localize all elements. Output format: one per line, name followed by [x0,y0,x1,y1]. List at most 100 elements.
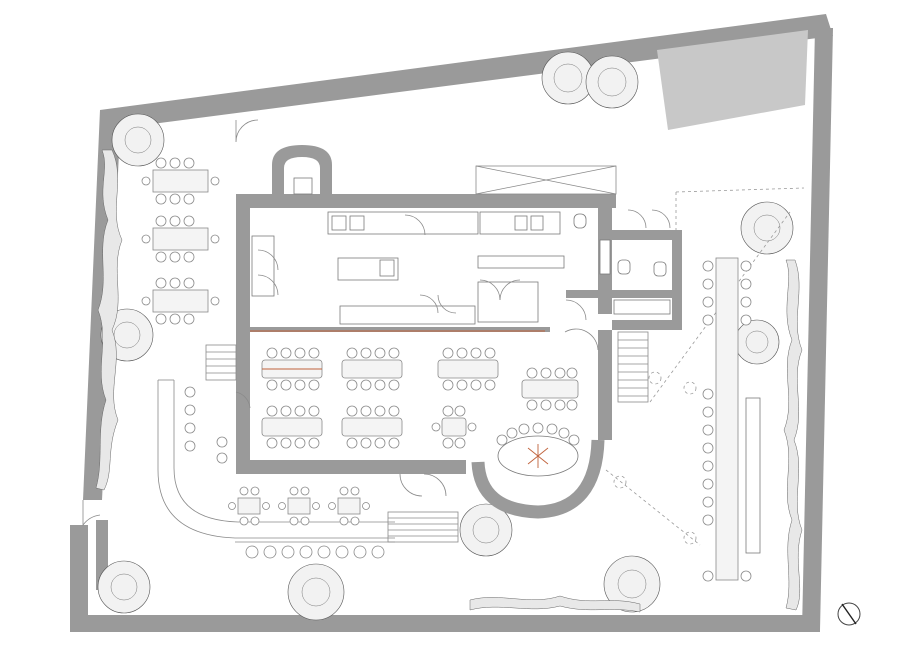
building-walls [236,145,682,474]
door-icon [82,119,599,527]
table-icon [152,227,209,251]
kitchen [251,177,565,325]
chair-icon [740,570,752,582]
chair-icon [312,502,320,510]
stair-icon [617,331,649,403]
tree-icon [585,55,639,109]
chair-icon [702,278,714,290]
rotunda-bay [471,422,605,519]
chair-icon [442,347,454,359]
chair-icon [184,386,196,398]
chair-icon [702,460,714,472]
chair-icon [740,260,752,272]
chair-icon [216,436,228,448]
tree-icon [603,555,661,613]
chair-icon [456,347,468,359]
chair-icon [346,405,358,417]
table-icon [437,359,499,379]
chair-icon [374,379,386,391]
chair-icon [155,313,167,325]
chair-icon [454,437,466,449]
chair-icon [388,379,400,391]
chair-icon [540,399,552,411]
chair-icon [431,422,441,432]
tree-icon [97,560,151,614]
table-set [431,405,477,449]
chair-icon [740,314,752,326]
chair-icon [388,437,400,449]
chair-icon [308,347,320,359]
tree-icon [111,113,165,167]
chair-icon [183,157,195,169]
table-icon [152,169,209,193]
chair-icon [328,502,336,510]
table-icon [261,417,323,437]
chair-icon [169,277,181,289]
chair-icon [299,545,313,559]
chair-icon [266,437,278,449]
chair-icon [250,486,260,496]
chair-icon [339,486,349,496]
chair-icon [350,486,360,496]
table-set [141,277,220,325]
chair-icon [360,437,372,449]
chair-icon [266,347,278,359]
table-set [141,157,220,205]
chair-icon [526,399,538,411]
chair-icon [184,404,196,416]
chair-icon [456,379,468,391]
table-set [437,347,499,391]
chair-icon [183,251,195,263]
chair-icon [702,570,714,582]
table-set [341,347,403,391]
chair-icon [266,379,278,391]
chair-icon [228,502,236,510]
chair-icon [554,367,566,379]
chair-icon [566,367,578,379]
chair-icon [169,251,181,263]
chair-icon [702,296,714,308]
hedge-icon [95,149,123,491]
chair-icon [210,176,220,186]
chair-icon [155,215,167,227]
chair-icon [484,379,496,391]
chair-icon [518,423,530,435]
chair-icon [362,502,370,510]
chair-icon [294,347,306,359]
chair-icon [470,379,482,391]
chair-icon [294,437,306,449]
table-icon [337,497,361,515]
chair-icon [346,379,358,391]
chair-icon [467,422,477,432]
chair-icon [353,545,367,559]
hedges [95,149,803,613]
chair-icon [278,502,286,510]
chair-icon [169,313,181,325]
chair-icon [183,215,195,227]
north-arrow-icon [837,602,861,626]
chair-icon [566,399,578,411]
chair-icon [183,277,195,289]
chair-icon [239,486,249,496]
chair-icon [740,296,752,308]
stair-icon [205,344,237,381]
tree-icon [734,319,780,365]
chair-icon [360,405,372,417]
chair-icon [289,486,299,496]
chair-icon [374,437,386,449]
chair-icon [484,347,496,359]
chair-icon [155,251,167,263]
table-set [341,405,403,449]
chair-icon [702,496,714,508]
chair-icon [702,406,714,418]
chair-icon [262,502,270,510]
chair-icon [360,379,372,391]
stair-icon [387,511,459,543]
chair-icon [702,424,714,436]
chair-icon [141,176,151,186]
chair-icon [266,405,278,417]
garden-tables-left [141,157,220,325]
chair-icon [155,277,167,289]
terrace-bench [157,379,395,559]
